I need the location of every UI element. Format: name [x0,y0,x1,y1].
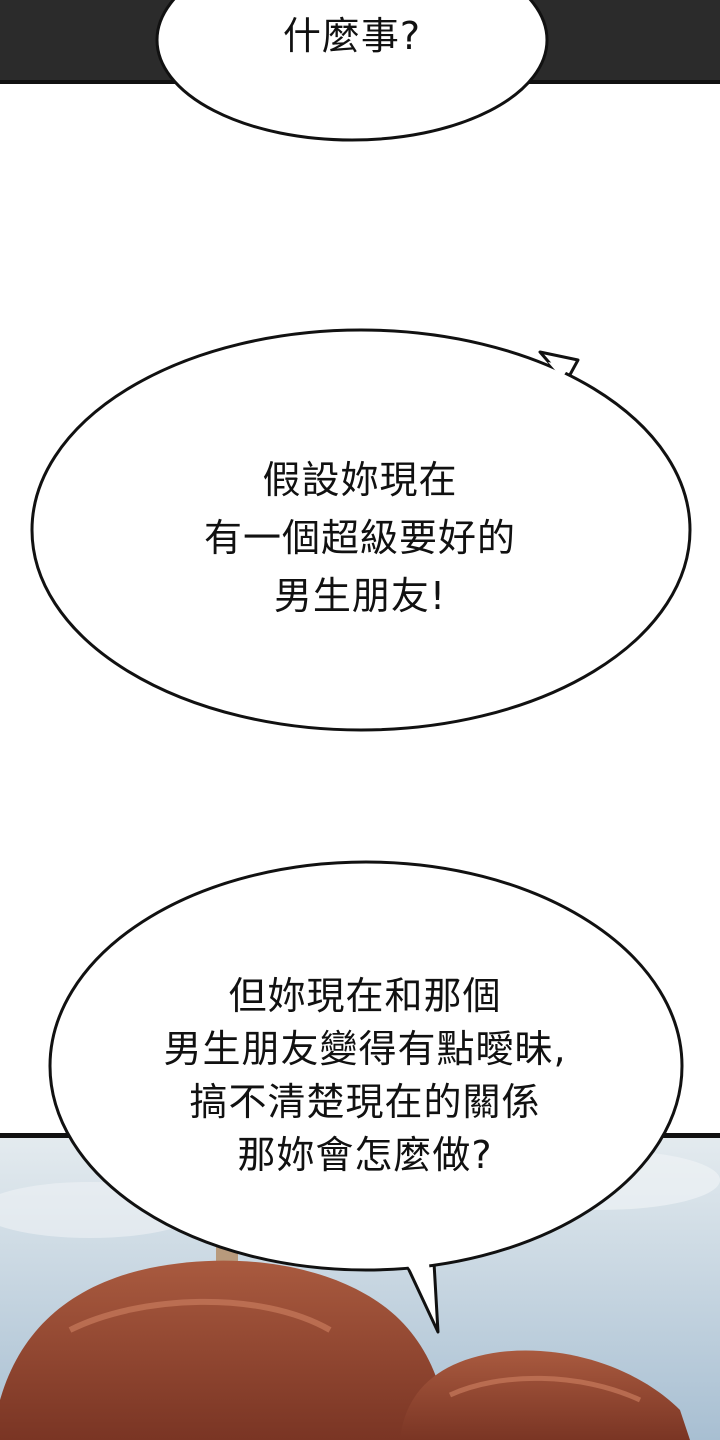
character-hair-right-shine [448,1375,642,1403]
speech-line: 那妳會怎麼做? [237,1133,493,1177]
speech-bubble-1-text: 什麼事? [152,14,552,59]
speech-bubble-3-text: 但妳現在和那個 男生朋友變得有點曖昧, 搞不清楚現在的關係 那妳會怎麼做? [60,970,670,1182]
speech-line: 搞不清楚現在的關係 [189,1080,541,1124]
speech-line: 有一個超級要好的 [203,516,516,560]
speech-bubble-1 [155,0,549,142]
speech-bubble-2-tail-fill [548,362,570,378]
speech-line: 什麼事? [282,14,422,58]
speech-line: 男生朋友! [273,574,447,618]
character-hair-left [0,1260,450,1440]
speech-line: 男生朋友變得有點曖昧, [163,1027,567,1071]
character-hair-left-shine [68,1298,332,1333]
speech-line: 但妳現在和那個 [228,974,502,1018]
speech-line: 假設妳現在 [262,458,458,502]
speech-bubble-2-text: 假設妳現在 有一個超級要好的 男生朋友! [60,451,660,625]
speech-bubble-3 [48,860,684,1272]
speech-bubble-3-tail-fill [400,1250,432,1300]
speech-bubble-2 [30,328,692,732]
character-hair-right [400,1350,690,1440]
